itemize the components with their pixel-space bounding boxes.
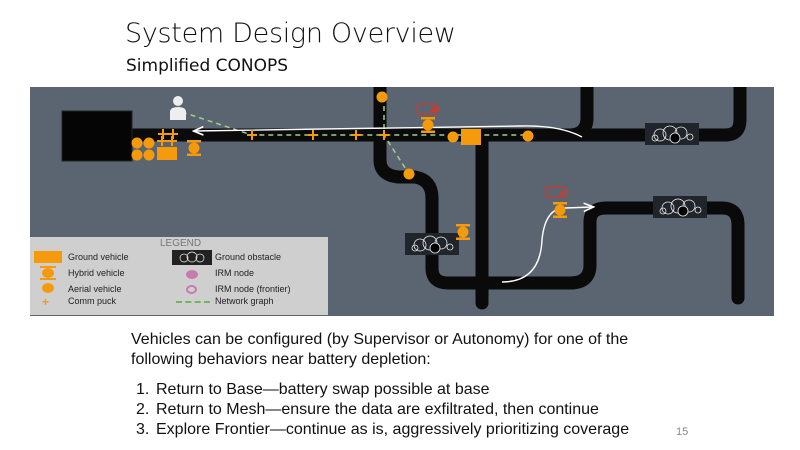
slide-subtitle: Simplified CONOPS (126, 56, 289, 76)
ground-obstacle-icon (652, 195, 708, 219)
comm-puck-icon: + (42, 295, 50, 309)
irm-node-icon (186, 270, 198, 279)
ground-obstacle-icon (172, 250, 212, 265)
ground-vehicle-swatch (34, 251, 62, 263)
list-item: 3. Explore Frontier—continue as is, aggre… (136, 420, 629, 440)
list-text: Return to Base—battery swap possible at … (156, 381, 490, 398)
network-graph-icon (176, 301, 210, 303)
slide-title: System Design Overview (125, 18, 456, 49)
ground-vehicle (157, 147, 177, 160)
list-number: 2. (136, 401, 150, 418)
legend-label: Ground vehicle (68, 252, 129, 262)
list-number: 1. (136, 381, 150, 398)
body-text: Vehicles can be configured (by Superviso… (131, 331, 629, 368)
legend-label: Network graph (215, 296, 274, 306)
legend: LEGEND Ground vehicle Hybrid vehicle Aer… (30, 237, 328, 315)
person-icon (170, 96, 186, 120)
aerial-vehicles (131, 91, 534, 180)
legend-label: Aerial vehicle (68, 284, 122, 294)
list-text: Return to Mesh—ensure the data are exfil… (156, 401, 599, 418)
behavior-list: 1. Return to Base—battery swap possible a… (136, 380, 629, 440)
legend-label: Ground obstacle (215, 252, 282, 262)
ground-vehicle (461, 129, 481, 145)
legend-heading: LEGEND (160, 238, 202, 249)
list-item: 2. Return to Mesh—ensure the data are exf… (136, 400, 629, 420)
irm-frontier-node-icon (186, 285, 197, 294)
legend-label: Comm puck (68, 296, 117, 306)
list-item: 1. Return to Base—battery swap possible a… (136, 380, 629, 400)
ground-obstacle-icon (644, 122, 700, 146)
list-number: 3. (136, 421, 150, 438)
page-number: 15 (676, 426, 689, 438)
base-station (61, 110, 133, 162)
legend-label: IRM node (frontier) (215, 284, 291, 294)
aerial-vehicle-icon (42, 283, 54, 293)
legend-label: IRM node (215, 268, 255, 278)
hybrid-vehicle-icon (40, 266, 56, 280)
legend-label: Hybrid vehicle (68, 268, 125, 278)
ground-obstacle-icon (404, 232, 460, 256)
list-text: Explore Frontier—continue as is, aggress… (156, 421, 630, 438)
